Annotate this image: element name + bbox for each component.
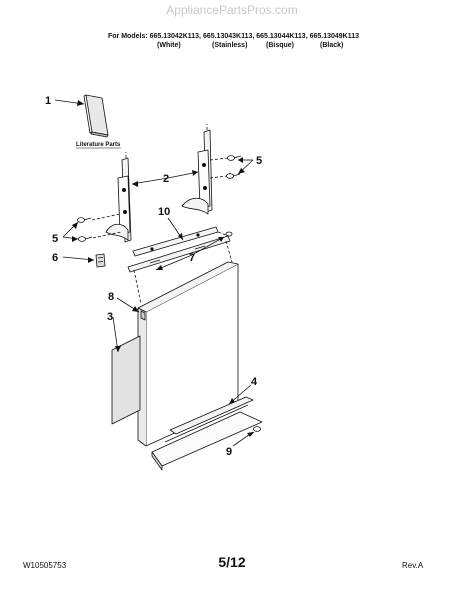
leader-arrowheads [72,100,253,437]
callout-5-right: 5 [256,155,262,167]
callout-4: 4 [251,376,258,388]
callout-1: 1 [45,95,51,107]
left-hinge-bracket [105,157,132,243]
color-label-bisque: (Bisque) [266,42,294,49]
insulation-pad [111,335,141,425]
hinge-arm [132,226,219,257]
screws-right [226,155,242,179]
color-row: (White) (Stainless) (Bisque) (Black) [108,42,408,52]
callout-8: 8 [108,291,114,303]
right-hinge-bracket [181,129,213,215]
hinge-rail [127,231,233,273]
door-clip [95,253,106,268]
door-outer-panel [137,261,239,447]
callout-2: 2 [163,173,169,185]
literature-booklet [83,94,109,138]
color-label-black: (Black) [320,42,344,49]
watermark: AppliancePartsPros.com [166,3,298,17]
screws-left [77,217,93,242]
callout-9: 9 [226,446,232,458]
document-number: W10505753 [23,561,67,570]
color-label-white: (White) [157,42,181,49]
color-label-stainless: (Stainless) [212,42,248,49]
assembly-lines [91,124,233,305]
kick-plate [151,396,263,471]
revision-label: Rev.A [402,561,424,570]
callout-6: 6 [52,252,58,264]
kick-plate-screw [249,426,261,437]
models-line: For Models: 665.13042K113, 665.13043K113… [108,33,360,40]
callout-3: 3 [107,311,113,323]
literature-parts-label: Literature Parts [76,142,121,148]
callout-10: 10 [158,206,170,218]
callout-7: 7 [189,252,195,264]
model-header: For Models: 665.13042K113, 665.13043K113… [108,33,408,52]
page-number: 5/12 [218,554,246,570]
callout-5-left: 5 [52,233,58,245]
